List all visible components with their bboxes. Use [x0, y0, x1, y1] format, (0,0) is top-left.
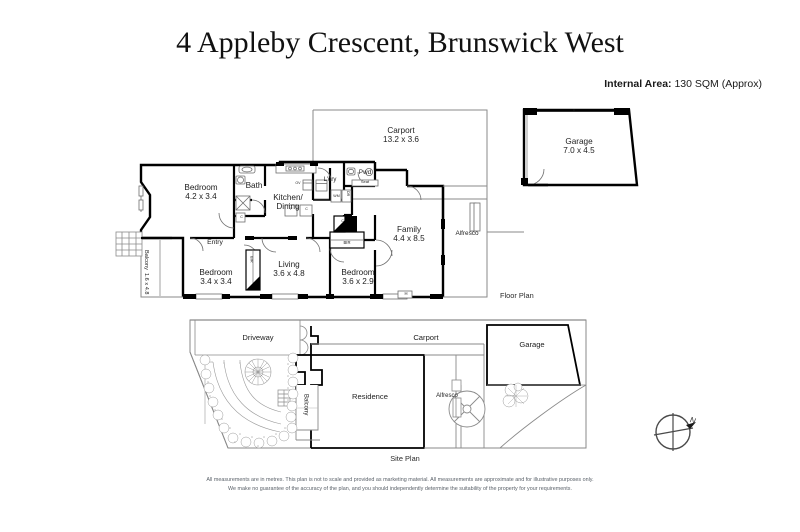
internal-area: Internal Area: 130 SQM (Approx)	[604, 78, 762, 90]
alfresco-outline	[443, 185, 488, 298]
internal-area-value: 130 SQM (Approx)	[674, 78, 762, 90]
disclaimer-line-2: We make no guarantee of the accuracy of …	[228, 486, 572, 493]
residence-outline	[311, 354, 425, 449]
site-garage-outline	[486, 324, 582, 386]
disclaimer: All measurements are in metres. This pla…	[0, 476, 800, 495]
house-front-bay	[139, 163, 280, 238]
page-title: 4 Appleby Crescent, Brunswick West	[176, 26, 624, 59]
balcony-outline	[140, 238, 183, 298]
internal-area-label: Internal Area:	[604, 78, 672, 90]
compass-rose	[653, 413, 696, 451]
garage-outline	[522, 108, 639, 187]
disclaimer-line-1: All measurements are in metres. This pla…	[206, 477, 594, 483]
carport-outline	[313, 109, 488, 200]
